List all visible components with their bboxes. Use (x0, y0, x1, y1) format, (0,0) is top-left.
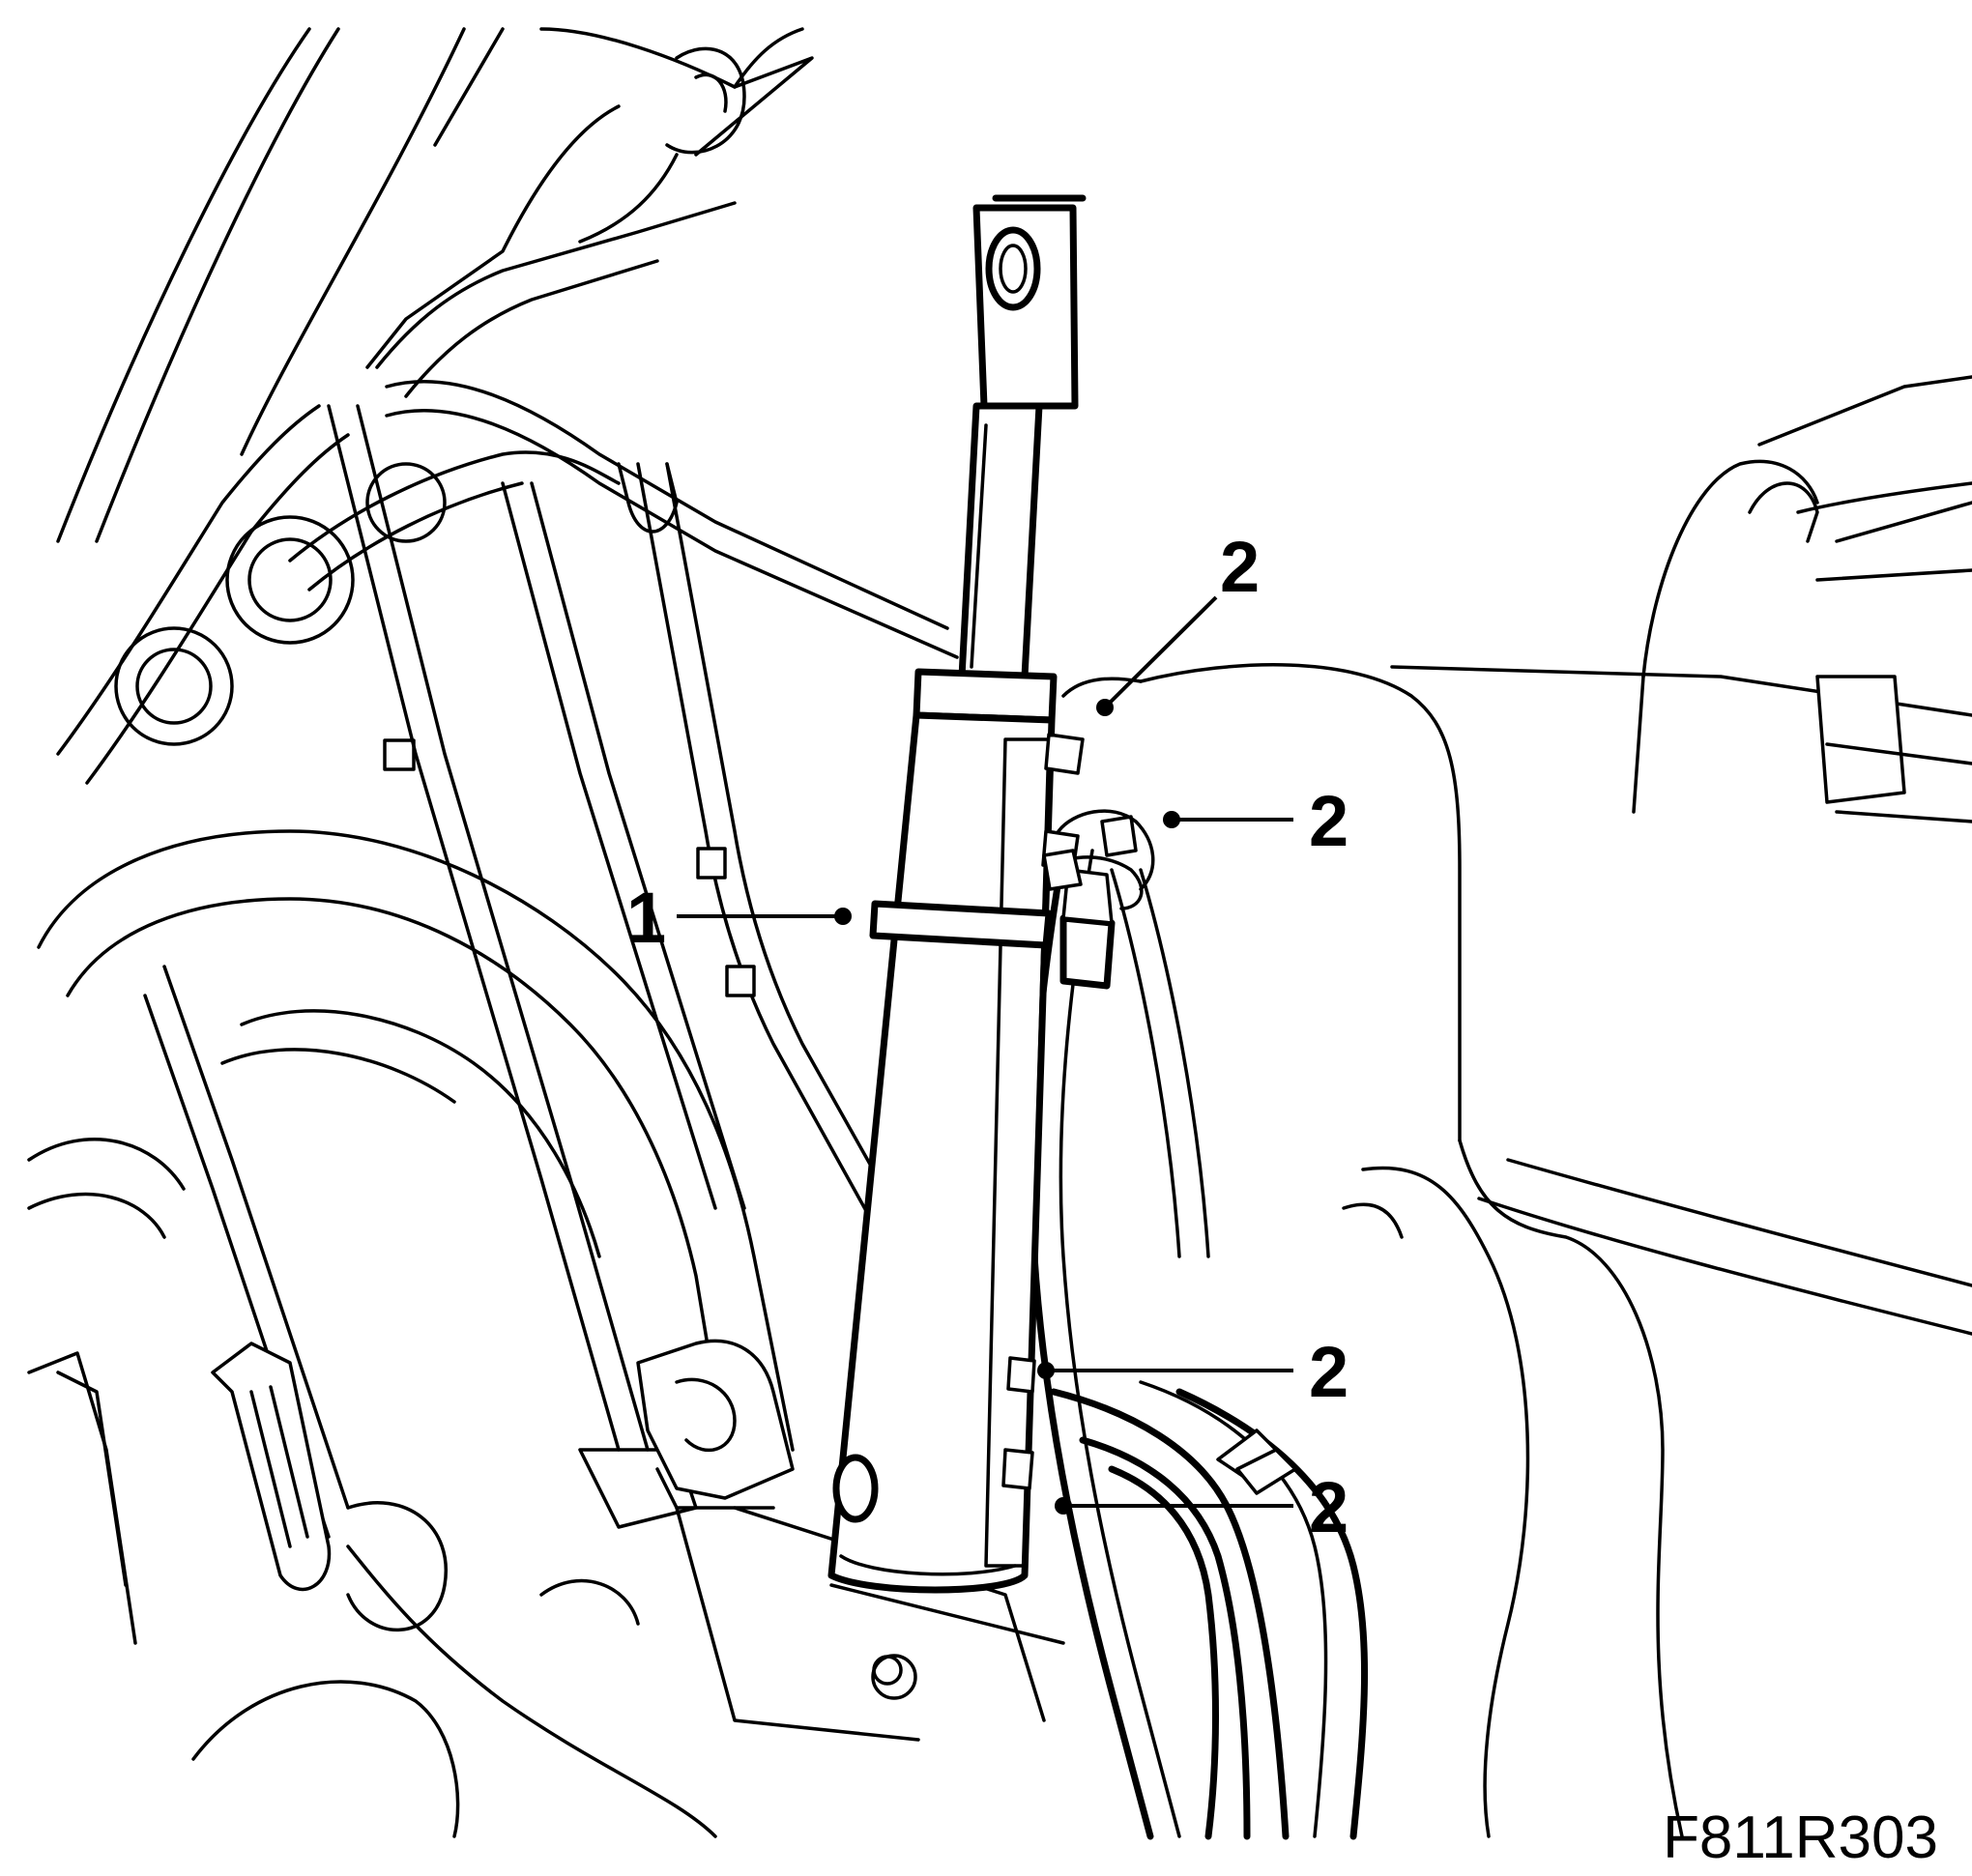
callout-2-bottom: 2 (1309, 1467, 1348, 1547)
leader-dot-2c (1037, 1362, 1055, 1379)
leader-dot-2a (1096, 699, 1114, 716)
callout-leaders (677, 595, 1293, 1515)
leader-dot-2b (1163, 811, 1180, 828)
callout-2-upper: 2 (1309, 781, 1348, 861)
callout-2-top: 2 (1220, 527, 1260, 607)
figure-id: F811R303 (1663, 1804, 1938, 1871)
background-structure (27, 27, 1972, 1838)
leader-dot-2d (1055, 1497, 1072, 1515)
callout-labels: 1 2 2 2 2 (626, 527, 1348, 1547)
hydraulic-cylinder (827, 194, 1155, 1594)
callout-2-lower: 2 (1309, 1332, 1348, 1412)
leader-dot-1 (834, 908, 852, 925)
callout-1: 1 (626, 878, 666, 958)
cable-harness (1023, 847, 1369, 1840)
